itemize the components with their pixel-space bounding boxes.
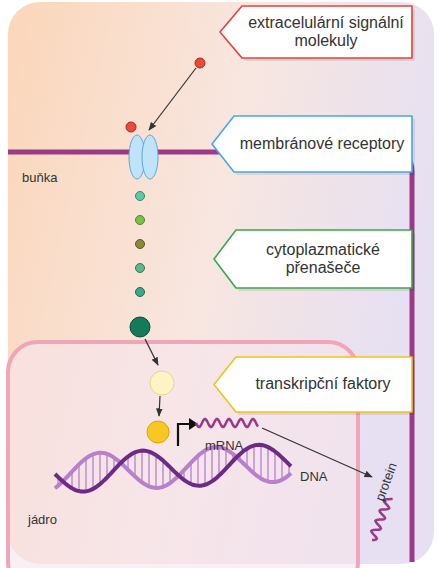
messenger-dot (136, 192, 145, 201)
dna-label: DNA (300, 469, 327, 484)
messenger-dot (136, 216, 145, 225)
protein-chain (368, 496, 393, 542)
callout-outline (214, 230, 412, 288)
dna-rung (148, 452, 150, 487)
cell-label: buňka (22, 170, 57, 185)
callout-box: extracelulární signální molekuly (220, 6, 412, 58)
messenger-dot (136, 240, 145, 249)
dna-rung (204, 451, 206, 485)
promoter-arrow (178, 424, 190, 446)
dna-rung (78, 464, 80, 491)
callout-outline (220, 6, 412, 58)
dna-rung (155, 455, 157, 488)
receptor (142, 135, 158, 179)
dna-rung (134, 452, 136, 476)
transcription-factor (150, 371, 174, 395)
callout-box: transkripční faktory (214, 357, 412, 412)
dna-rung (85, 458, 87, 491)
dna-strand (55, 445, 291, 492)
arrow (149, 68, 196, 130)
dna-helix (55, 445, 291, 492)
dna-rung (197, 456, 199, 486)
messenger-dot (136, 264, 145, 273)
mrna-strand (196, 419, 258, 427)
nucleus-label: jádro (28, 512, 57, 527)
callout-box: cytoplazmatické přenašeče (214, 230, 412, 288)
arrow (145, 339, 158, 365)
signal-molecule (126, 122, 136, 132)
dna-rung (260, 445, 262, 479)
signal-molecule (195, 58, 205, 68)
dna-rung (162, 461, 164, 487)
dna-rung (253, 446, 255, 474)
mrna-label: mRNA (205, 438, 243, 453)
callout-outline (212, 116, 412, 172)
callout-text: extracelulární signální molekuly (246, 6, 406, 58)
dna-rung (99, 453, 101, 484)
transcription-factor-active (147, 421, 169, 443)
dna-rung (141, 451, 143, 483)
arrow (159, 396, 160, 416)
dna-rung (267, 447, 269, 481)
messenger-final (130, 317, 150, 337)
callout-box: membránové receptory (212, 116, 412, 172)
callout-text: transkripční faktory (240, 357, 406, 412)
callout-text: cytoplazmatické přenašeče (240, 230, 406, 288)
dna-rung (274, 452, 276, 482)
callout-outline (214, 357, 412, 412)
dna-rung (92, 454, 94, 489)
messenger-dot (136, 288, 145, 297)
callout-text: membránové receptory (238, 116, 406, 172)
